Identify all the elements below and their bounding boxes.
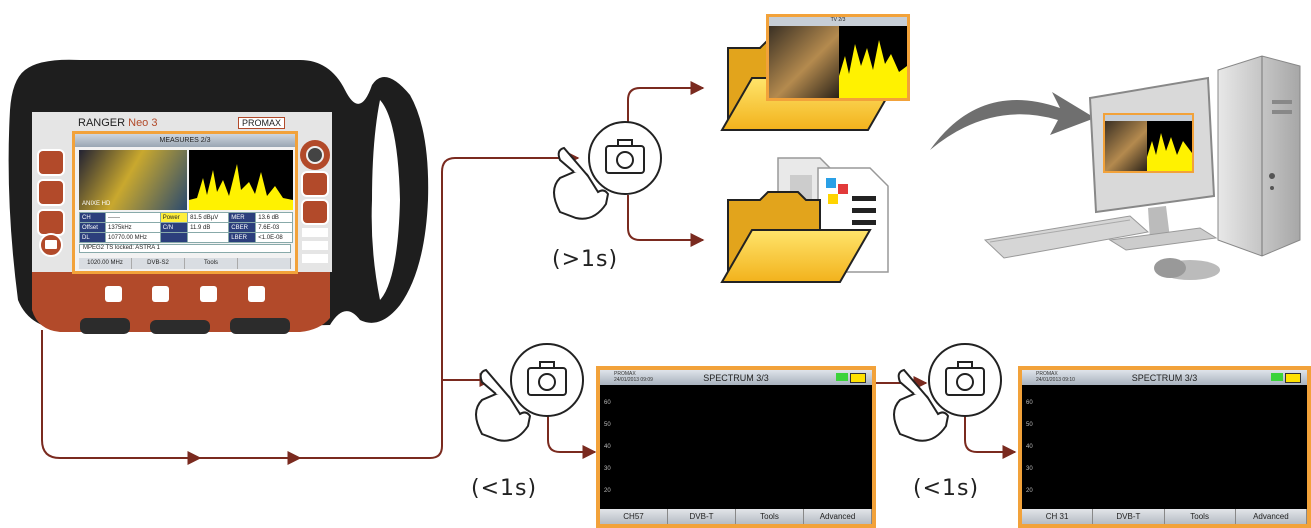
battery-icon — [1285, 373, 1301, 383]
mini-spectrum — [189, 150, 293, 210]
camera-press-icon-short-2 — [893, 343, 1002, 442]
spectrum-1-title: SPECTRUM 3/3 — [703, 372, 769, 383]
measurement-cell: DL — [79, 232, 106, 243]
pc-screen-spectrum — [1147, 133, 1192, 171]
measurement-cell: ------ — [104, 212, 161, 223]
spectrum-2-ytick-20: 20 — [1026, 488, 1033, 494]
spectrum-1-meta-date: 24/01/2013 09:09 — [614, 377, 653, 383]
spectrum-1-softkeys: CH57 DVB-T Tools Advanced — [600, 509, 872, 524]
spectrum-2-title: SPECTRUM 3/3 — [1131, 372, 1198, 383]
measurement-cell: C/N — [159, 222, 189, 233]
measurement-cell: 81.5 dBµV — [187, 212, 230, 223]
device-brand-name: RANGER — [78, 117, 126, 129]
spectrum-2-ytick-50: 50 — [1026, 422, 1033, 428]
spectrum-1-softkey-2[interactable]: DVB-T — [668, 509, 736, 524]
pc-screen-picture — [1105, 121, 1147, 171]
device-softkey-1[interactable]: 1020.00 MHz — [79, 258, 132, 269]
spectrum-1-ytick-20: 20 — [604, 488, 611, 494]
thumbnail-picture — [769, 26, 839, 98]
measurement-cell: MER — [228, 212, 257, 223]
device-brand: RANGER Neo 3 — [78, 117, 157, 129]
pc-screen-titlebar — [1105, 115, 1192, 121]
device-model: Neo 3 — [128, 117, 158, 129]
measurement-cell: <1.0E-08 — [255, 232, 293, 243]
camera-press-icon-long — [553, 121, 662, 220]
spectrum-1-ytick-60: 60 — [604, 400, 611, 406]
spectrum-1-ytick-40: 40 — [604, 444, 611, 450]
status-line: MPEG2 TS locked: ASTRA 1 — [79, 244, 291, 253]
spectrum-2-softkey-3[interactable]: Tools — [1165, 509, 1236, 524]
promax-logo: PROMAX — [238, 117, 286, 129]
spectrum-2-meta-date: 24/01/2013 09:10 — [1036, 377, 1075, 383]
spectrum-1-softkey-1[interactable]: CH57 — [600, 509, 668, 524]
measurement-cell — [159, 232, 189, 243]
spectrum-1-ytick-30: 30 — [604, 466, 611, 472]
spectrum-2-ytick-30: 30 — [1026, 466, 1033, 472]
spectrum-2-softkeys: CH 31 DVB-T Tools Advanced — [1022, 509, 1307, 524]
measurement-cell: CH — [79, 212, 106, 223]
device-softkeys: 1020.00 MHz DVB-S2 Tools — [79, 258, 291, 269]
flow-lines — [41, 81, 1017, 465]
measurement-cell: 11.9 dB — [187, 222, 230, 233]
channel-name: ANIXE HD — [82, 201, 111, 207]
measurement-cell: 10770.00 MHz — [104, 232, 161, 243]
short-press-label-2: (<1s) — [913, 476, 980, 501]
folder-thumbnail-screen: TV 2/3 — [766, 14, 910, 101]
device-softkey-3[interactable]: Tools — [185, 258, 238, 269]
measurement-cell: Offset — [79, 222, 106, 233]
thumbnail-spectrum — [839, 40, 907, 98]
measurement-cell: LBER — [228, 232, 257, 243]
mini-spectrum-trace — [189, 164, 293, 210]
spectrum-2-meta-brand: PROMAX — [1036, 371, 1058, 377]
spectrum-1-ytick-50: 50 — [604, 422, 611, 428]
pc-monitor-screen — [1103, 113, 1194, 173]
measurement-cell: 13.6 dB — [255, 212, 293, 223]
spectrum-2-softkey-4[interactable]: Advanced — [1236, 509, 1307, 524]
measurement-cell: CBER — [228, 222, 257, 233]
spectrum-2-ytick-40: 40 — [1026, 444, 1033, 450]
measurement-cell: 7.6E-03 — [255, 222, 293, 233]
transfer-arrow — [930, 92, 1095, 150]
device-screen-title: MEASURES 2/3 — [75, 134, 295, 147]
signal-icon — [1271, 373, 1283, 381]
spectrum-2-softkey-1[interactable]: CH 31 — [1022, 509, 1094, 524]
spectrum-1-softkey-3[interactable]: Tools — [736, 509, 804, 524]
spectrum-1-meta-brand: PROMAX — [614, 371, 636, 377]
spectrum-2-softkey-2[interactable]: DVB-T — [1093, 509, 1165, 524]
device-softkey-2[interactable]: DVB-S2 — [132, 258, 185, 269]
signal-icon — [836, 373, 848, 381]
camera-press-icon-short-1 — [475, 343, 584, 442]
folder-documents-icon — [720, 157, 889, 283]
battery-icon — [850, 373, 866, 383]
device-softkey-4[interactable] — [238, 258, 291, 269]
thumbnail-title: TV 2/3 — [769, 17, 907, 26]
tv-picture: ANIXE HD — [79, 150, 187, 210]
measurement-cell: Power — [159, 212, 189, 223]
short-press-label-1: (<1s) — [471, 476, 538, 501]
measurement-cell: 1375kHz — [104, 222, 161, 233]
measurement-cell — [187, 232, 230, 243]
spectrum-2-ytick-60: 60 — [1026, 400, 1033, 406]
spectrum-1-softkey-4[interactable]: Advanced — [804, 509, 872, 524]
long-press-label: (>1s) — [552, 247, 619, 272]
